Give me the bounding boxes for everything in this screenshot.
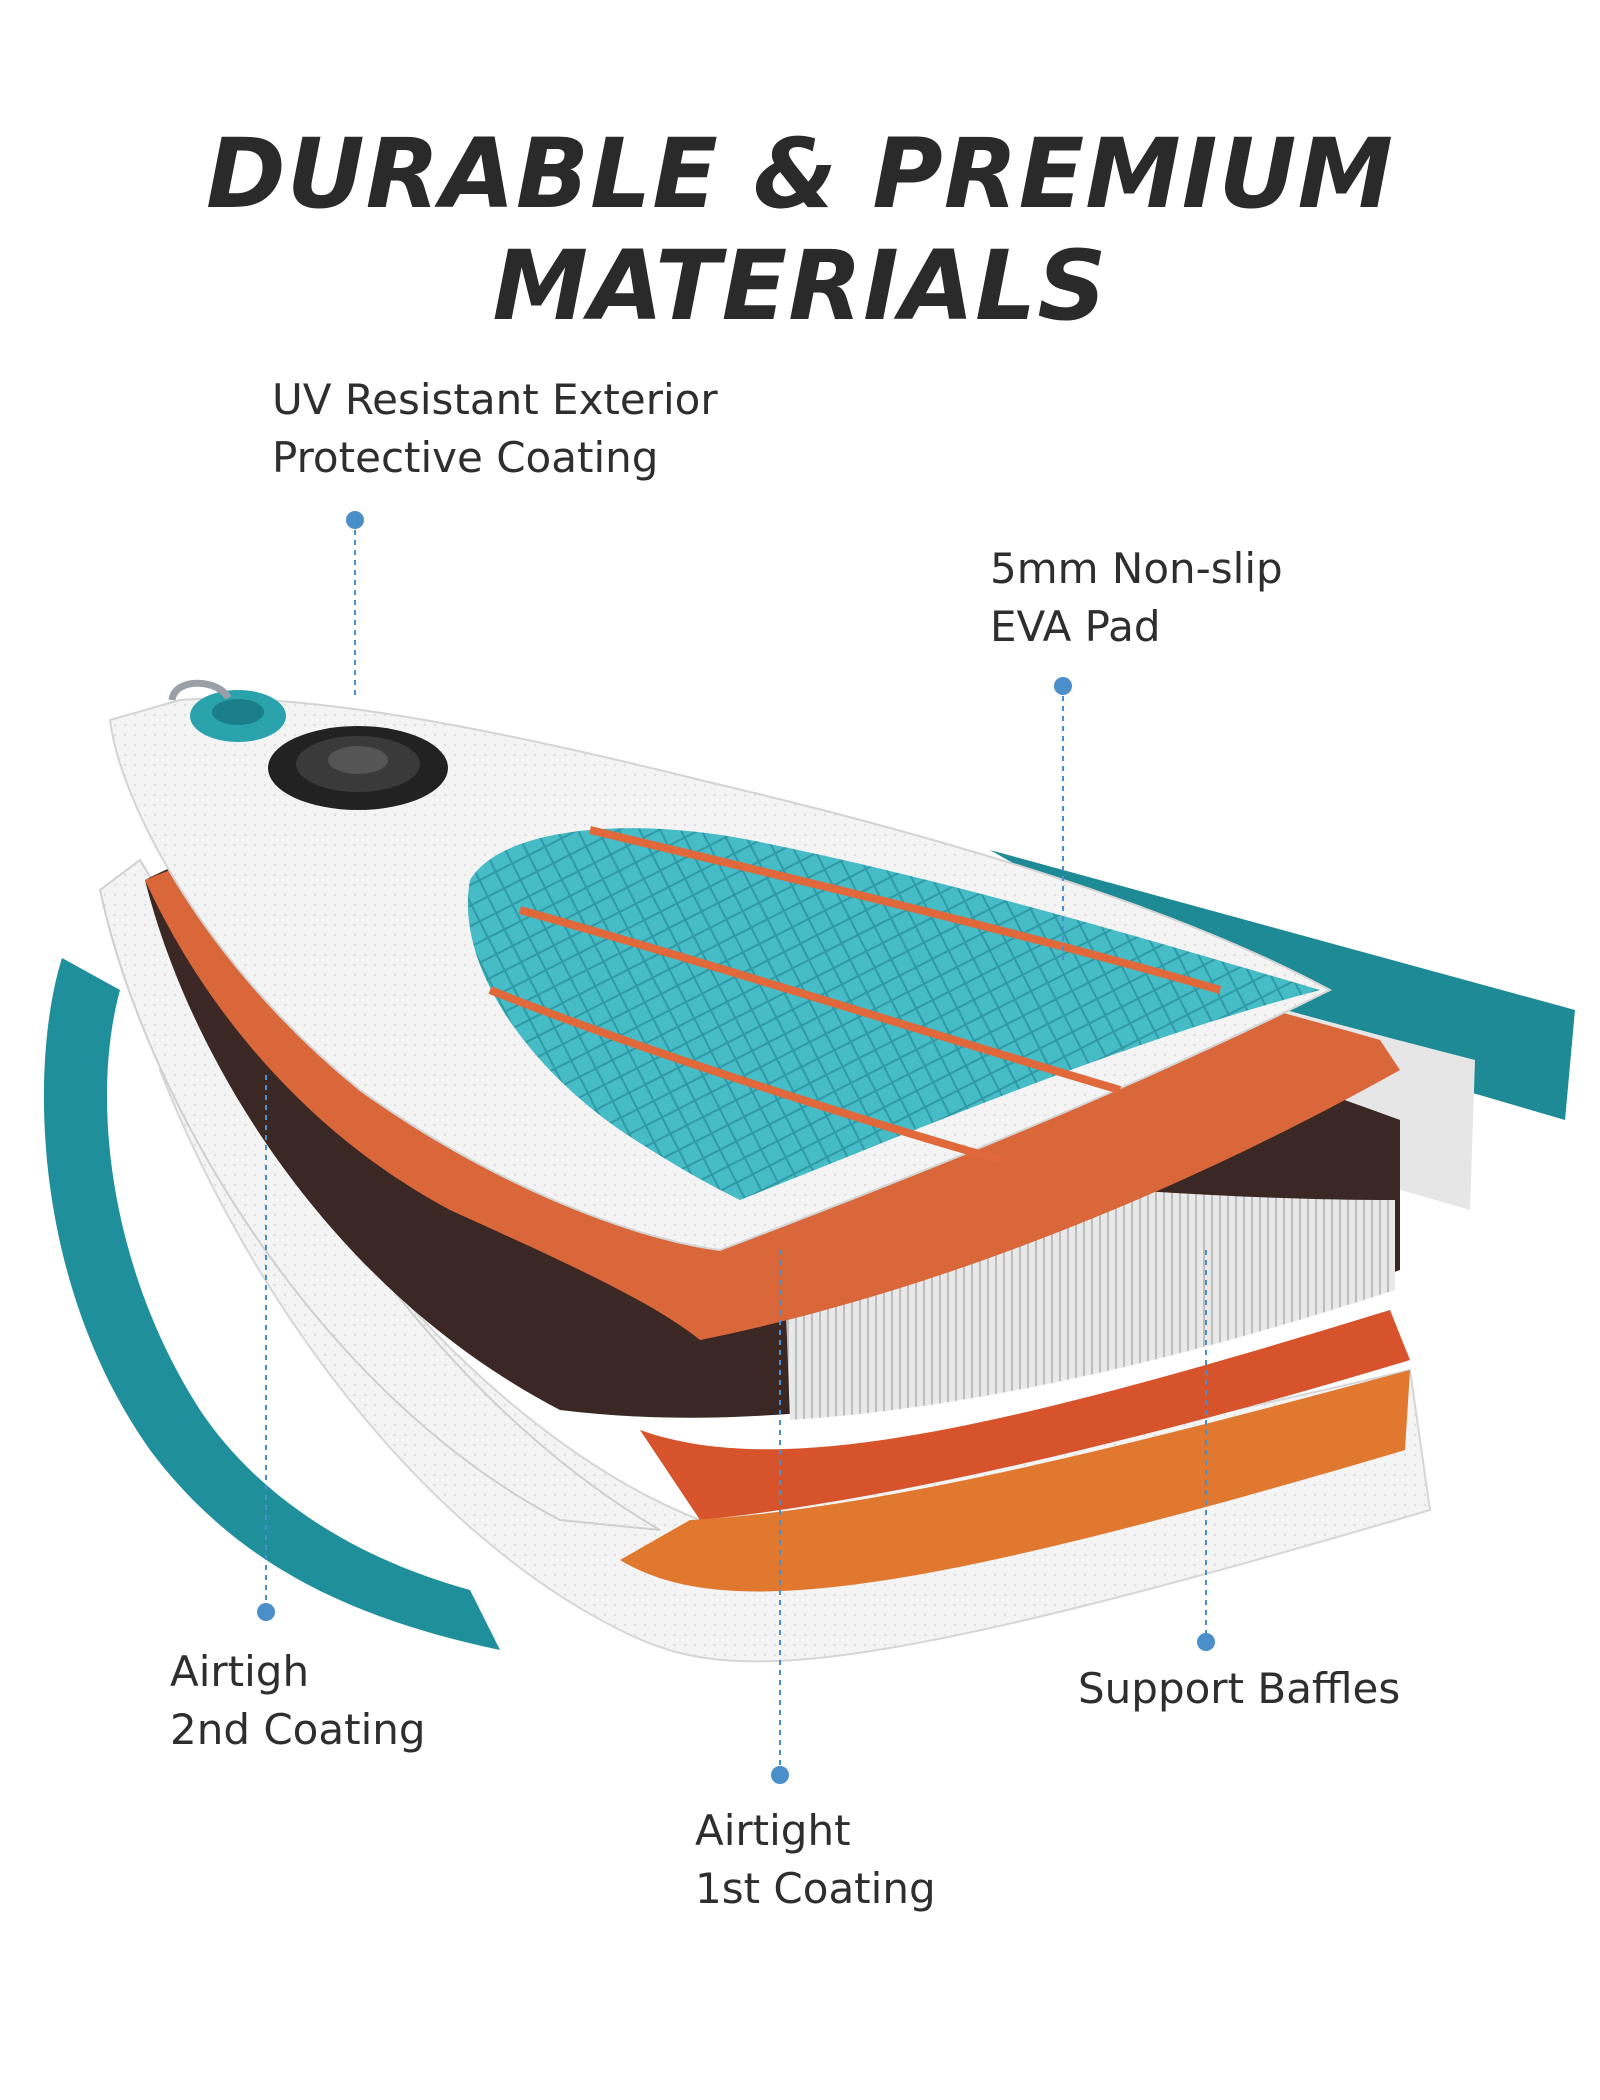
callout-second-coating-label: Airtigh 2nd Coating [170,1647,426,1754]
teal-rail-left [43,958,501,1650]
eva-stripe-2 [518,906,1122,1094]
callout-eva-label: 5mm Non-slip EVA Pad [990,544,1283,651]
d-ring-icon [168,679,286,742]
orange-lower-layer [640,1310,1410,1520]
callout-baffles-label: Support Baffles [1078,1664,1401,1713]
eva-stripe-1 [589,826,1222,994]
callout-first-coating-label: Airtight 1st Coating [695,1806,936,1913]
callout-dot-baffles [1197,1633,1215,1651]
eva-stripe-3 [488,986,1002,1164]
callout-dot-second [257,1603,275,1621]
callout-dot-uv [346,511,364,529]
page-title: DURABLE & PREMIUM MATERIALS [206,118,1394,342]
callout-dot-eva [1054,677,1072,695]
eva-pad [467,828,1320,1200]
valve-icon [268,726,448,810]
callout-dot-first [771,1766,789,1784]
callout-uv-label: UV Resistant Exterior Protective Coating [272,375,718,482]
